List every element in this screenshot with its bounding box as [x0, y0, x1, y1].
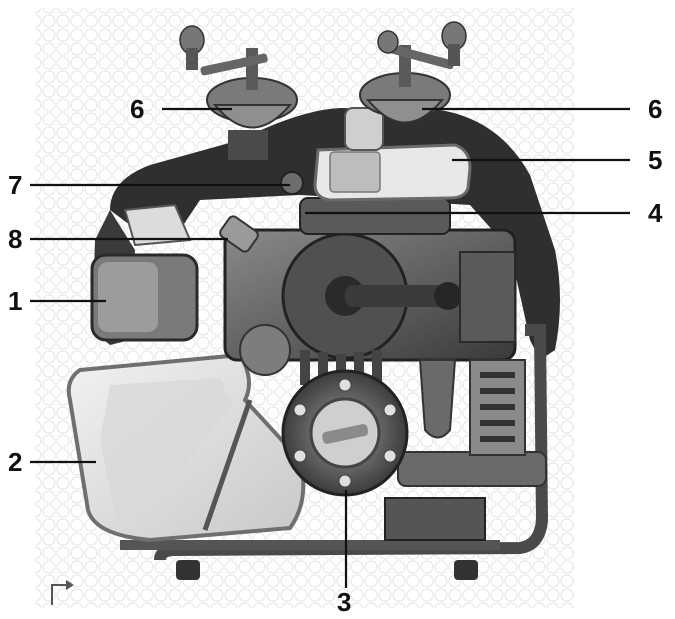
callout-6-right: 6: [648, 94, 662, 124]
callout-8: 8: [8, 224, 22, 254]
muffler-slots: [480, 372, 515, 442]
callout-5: 5: [648, 145, 662, 175]
foot-left: [176, 560, 200, 580]
manifold-window: [329, 151, 381, 193]
callout-2: 2: [8, 447, 22, 477]
axis-indicator-icon: [51, 580, 74, 605]
roll-cage: [154, 324, 549, 561]
starter-pulley: [239, 324, 291, 376]
discharge-valve-left: [179, 25, 298, 160]
callout-4: 4: [648, 198, 663, 228]
callout-7: 7: [8, 170, 22, 200]
discharge-valve-right: [359, 21, 467, 124]
dipstick: [202, 399, 253, 531]
exhaust-pipe: [397, 451, 547, 487]
connecting-rod: [345, 285, 455, 307]
manifold-neck: [344, 107, 384, 151]
callout-6-left: 6: [130, 94, 144, 124]
cylinder-fins: [459, 251, 516, 343]
oil-drain: [418, 359, 457, 439]
throttle-valve: [280, 171, 304, 195]
callout-3: 3: [337, 587, 351, 617]
air-filter-lid: [98, 262, 158, 332]
pump-impeller: [322, 424, 369, 444]
pump-head: [299, 197, 451, 235]
foot-right: [454, 560, 478, 580]
piston-pin: [434, 282, 462, 310]
callout-1: 1: [8, 286, 22, 316]
volute-bolts: [293, 378, 397, 488]
fuel-tank-inner: [100, 378, 232, 520]
spark-plug: [219, 215, 259, 253]
nameplate: [384, 497, 486, 541]
